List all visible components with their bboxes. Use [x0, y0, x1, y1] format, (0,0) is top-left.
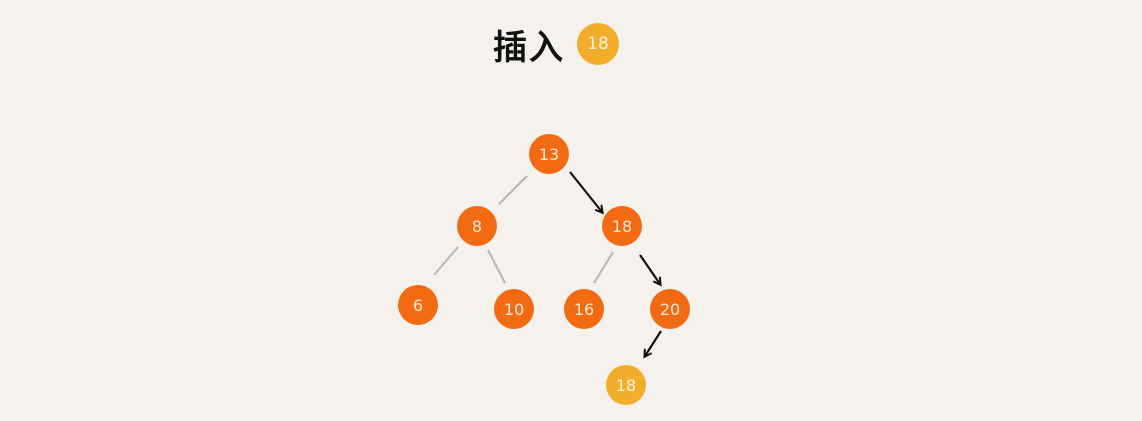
arrow-13-18: [569, 171, 602, 212]
node-20: 20: [650, 289, 690, 329]
edge-8-6: [433, 246, 459, 276]
node-8: 8: [457, 206, 497, 246]
inserted-node-18: 18: [606, 365, 646, 405]
arrow-18-20: [639, 254, 660, 284]
title-label: 插入: [493, 27, 565, 68]
edge-18-16: [593, 251, 614, 284]
arrow-20-18: [645, 330, 662, 356]
diagram-title: 插入 18: [493, 22, 619, 68]
node-18: 18: [602, 206, 642, 246]
edge-13-8: [498, 175, 528, 205]
insert-value-badge: 18: [577, 23, 619, 65]
node-10: 10: [494, 289, 534, 329]
node-13: 13: [529, 134, 569, 174]
node-16: 16: [564, 289, 604, 329]
node-6: 6: [398, 285, 438, 325]
edge-8-10: [487, 249, 506, 284]
